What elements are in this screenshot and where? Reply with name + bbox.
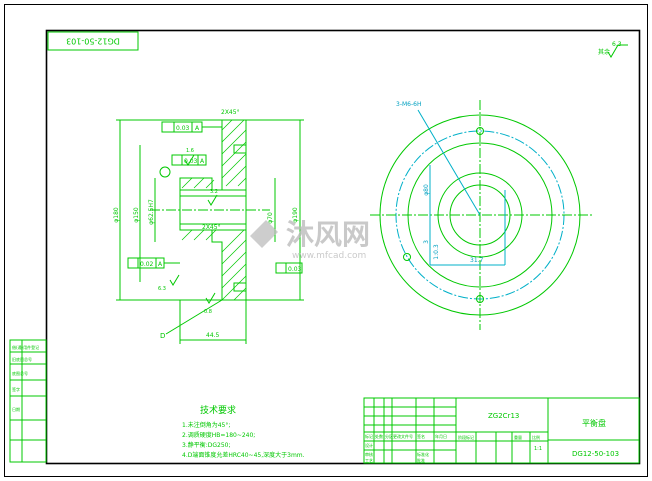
svg-text:2X45°: 2X45°	[202, 224, 221, 231]
svg-text:0.03: 0.03	[184, 158, 198, 165]
svg-text:阶段标记: 阶段标记	[458, 434, 474, 440]
tech-req-title: 技术要求	[200, 404, 236, 416]
side-stamp-column: 借(通)用件登记 旧底图总号 底图总号 签字 日期	[9, 339, 47, 463]
svg-text:6.3: 6.3	[612, 41, 622, 48]
section-lower-body	[180, 229, 247, 301]
svg-text:φ62.5H7: φ62.5H7	[148, 199, 155, 225]
svg-text:φ190: φ190	[292, 207, 299, 223]
svg-text:重量: 重量	[514, 434, 522, 440]
outer-frame	[4, 4, 648, 477]
title-block: 标记 处数 分区 更改文件号 签名 年月日 设计 审核 工艺 标准化 批准 ZG…	[363, 397, 640, 464]
svg-text:设计: 设计	[365, 442, 373, 448]
section-bore	[179, 189, 247, 231]
roughness-rest-symbol: 其余 6.3	[598, 41, 628, 58]
tolerance-frame-3: 0.02 A	[127, 257, 180, 269]
svg-text:1:0.3: 1:0.3	[433, 244, 440, 260]
tech-req-item-1: 1.未注倒角为45°;	[182, 421, 230, 429]
svg-text:0.03: 0.03	[176, 125, 190, 132]
tolerance-frame-2: 0.03 A	[171, 154, 207, 166]
tolerance-frame-1: 0.03 A	[161, 121, 222, 133]
svg-text:底图总号: 底图总号	[12, 370, 28, 376]
svg-text:A: A	[200, 158, 205, 165]
svg-text:3.2: 3.2	[210, 189, 218, 195]
svg-text:0.8: 0.8	[204, 309, 212, 315]
watermark-url: www.mfcad.com	[292, 251, 366, 261]
svg-text:标准化: 标准化	[417, 451, 429, 457]
hatch-lower	[181, 229, 247, 301]
scale-text: 1:1	[534, 446, 542, 452]
svg-text:2X45°: 2X45°	[221, 109, 240, 116]
svg-text:其余: 其余	[598, 48, 610, 56]
tech-req-item-2: 2.调质硬度HB=180~240;	[182, 431, 255, 439]
svg-text:44.5: 44.5	[206, 332, 220, 339]
rotated-code-text: DG12-50-103	[66, 37, 120, 46]
svg-text:工艺: 工艺	[365, 458, 373, 463]
roughness-marks: 1.6 3.2 6.3 0.8	[158, 148, 218, 315]
svg-text:φ150: φ150	[133, 207, 140, 223]
svg-text:借(通)用件登记: 借(通)用件登记	[12, 344, 39, 350]
svg-text:31.7: 31.7	[470, 257, 484, 264]
svg-text:φ80: φ80	[423, 184, 430, 196]
svg-text:年月日: 年月日	[435, 433, 447, 439]
svg-text:日期: 日期	[12, 406, 20, 412]
svg-text:0.02: 0.02	[140, 261, 154, 268]
drawing-code-text: DG12-50-103	[572, 450, 619, 458]
inner-frame	[45, 29, 641, 465]
material-text: ZG2Cr13	[488, 412, 519, 420]
svg-text:3-M6-6H: 3-M6-6H	[396, 101, 421, 108]
svg-text:审核: 审核	[365, 451, 373, 457]
svg-text:φ180: φ180	[113, 207, 120, 223]
rotated-code-box: DG12-50-103	[47, 31, 139, 51]
svg-text:旧底图总号: 旧底图总号	[12, 356, 32, 362]
svg-text:批准: 批准	[417, 457, 425, 463]
tech-req-item-4: 4.D端面锥度允差HRC40~45,深度大于3mm.	[182, 451, 305, 459]
svg-text:比例: 比例	[532, 434, 540, 440]
tolerance-frame-4: 0.03	[275, 262, 303, 274]
svg-text:1.6: 1.6	[186, 148, 194, 154]
hatch-upper	[181, 119, 247, 189]
watermark-logo-icon	[250, 220, 278, 248]
svg-text:签字: 签字	[12, 386, 20, 392]
svg-text:φ70: φ70	[267, 212, 274, 224]
technical-requirements: 技术要求 1.未注倒角为45°; 2.调质硬度HB=180~240; 3.静平衡…	[182, 404, 305, 459]
svg-text:A: A	[195, 125, 200, 132]
section-view: φ180 φ150 φ62.5H7 φ190 φ70 44.5 2X45° 2X…	[113, 109, 304, 344]
svg-text:3: 3	[423, 240, 430, 244]
svg-text:签名: 签名	[417, 433, 425, 439]
front-view: 3-M6-6H φ80 3 31.7 1:0.3	[370, 100, 592, 330]
svg-text:6.3: 6.3	[158, 286, 166, 292]
watermark: 沐风网 www.mfcad.com	[250, 218, 370, 261]
watermark-brand: 沐风网	[286, 218, 370, 251]
svg-text:处数: 处数	[375, 433, 383, 439]
tech-req-item-3: 3.静平衡:DG250;	[182, 441, 231, 449]
svg-text:D: D	[160, 332, 165, 340]
svg-text:0.03: 0.03	[288, 266, 302, 273]
svg-text:更改文件号: 更改文件号	[393, 433, 413, 439]
svg-text:标记: 标记	[365, 433, 373, 439]
part-name-text: 平衡盘	[582, 418, 606, 428]
svg-text:A: A	[158, 261, 163, 268]
svg-text:分区: 分区	[385, 433, 393, 439]
